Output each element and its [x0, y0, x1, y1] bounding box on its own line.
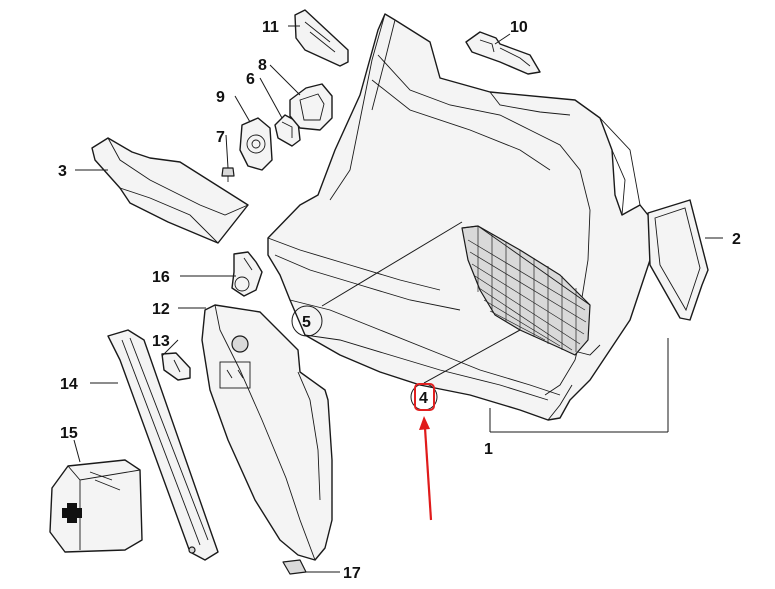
- callout-3: 3: [58, 163, 67, 180]
- callout-4: 4: [419, 390, 428, 407]
- callout-6: 6: [246, 71, 255, 88]
- callout-10: 10: [510, 19, 528, 36]
- screw-7: [221, 167, 235, 182]
- callout-7: 7: [216, 129, 225, 146]
- fastener-16: [231, 251, 263, 297]
- clip-6: [274, 114, 301, 147]
- cover-panel-right: [647, 199, 709, 321]
- side-panel-left: [201, 304, 333, 561]
- callouts: 11 10 8 6 9 7 3 2 16 12 13 14 15 17 1 5 …: [58, 19, 741, 582]
- socket-9: [239, 117, 273, 171]
- callout-16: 16: [152, 269, 170, 286]
- callout-15: 15: [60, 425, 78, 442]
- callout-5: 5: [302, 314, 311, 331]
- shelf-panel: [91, 137, 249, 244]
- callout-14: 14: [60, 376, 78, 393]
- cover-flap-11: [294, 9, 349, 67]
- highlight-arrow: [419, 416, 433, 521]
- callout-13: 13: [152, 333, 170, 350]
- callout-4-highlight-box: [414, 383, 435, 411]
- leader-lines: [73, 25, 723, 573]
- luggage-net: [461, 225, 591, 356]
- bracket-10: [465, 31, 541, 75]
- callout-11: 11: [262, 19, 279, 36]
- callout-12: 12: [152, 301, 170, 318]
- callout-1: 1: [484, 441, 493, 458]
- callout-9: 9: [216, 89, 225, 106]
- trim-strip-14: [107, 329, 219, 561]
- callout-2: 2: [732, 231, 741, 248]
- first-aid-kit-15: [49, 459, 143, 553]
- callout-17: 17: [343, 565, 361, 582]
- callout-5-circle: [291, 305, 323, 337]
- cap-13: [161, 352, 191, 381]
- callout-8: 8: [258, 57, 267, 74]
- socket-housing-8: [289, 83, 333, 131]
- trunk-side-trim-panel: [267, 13, 661, 421]
- cap-17: [282, 559, 307, 575]
